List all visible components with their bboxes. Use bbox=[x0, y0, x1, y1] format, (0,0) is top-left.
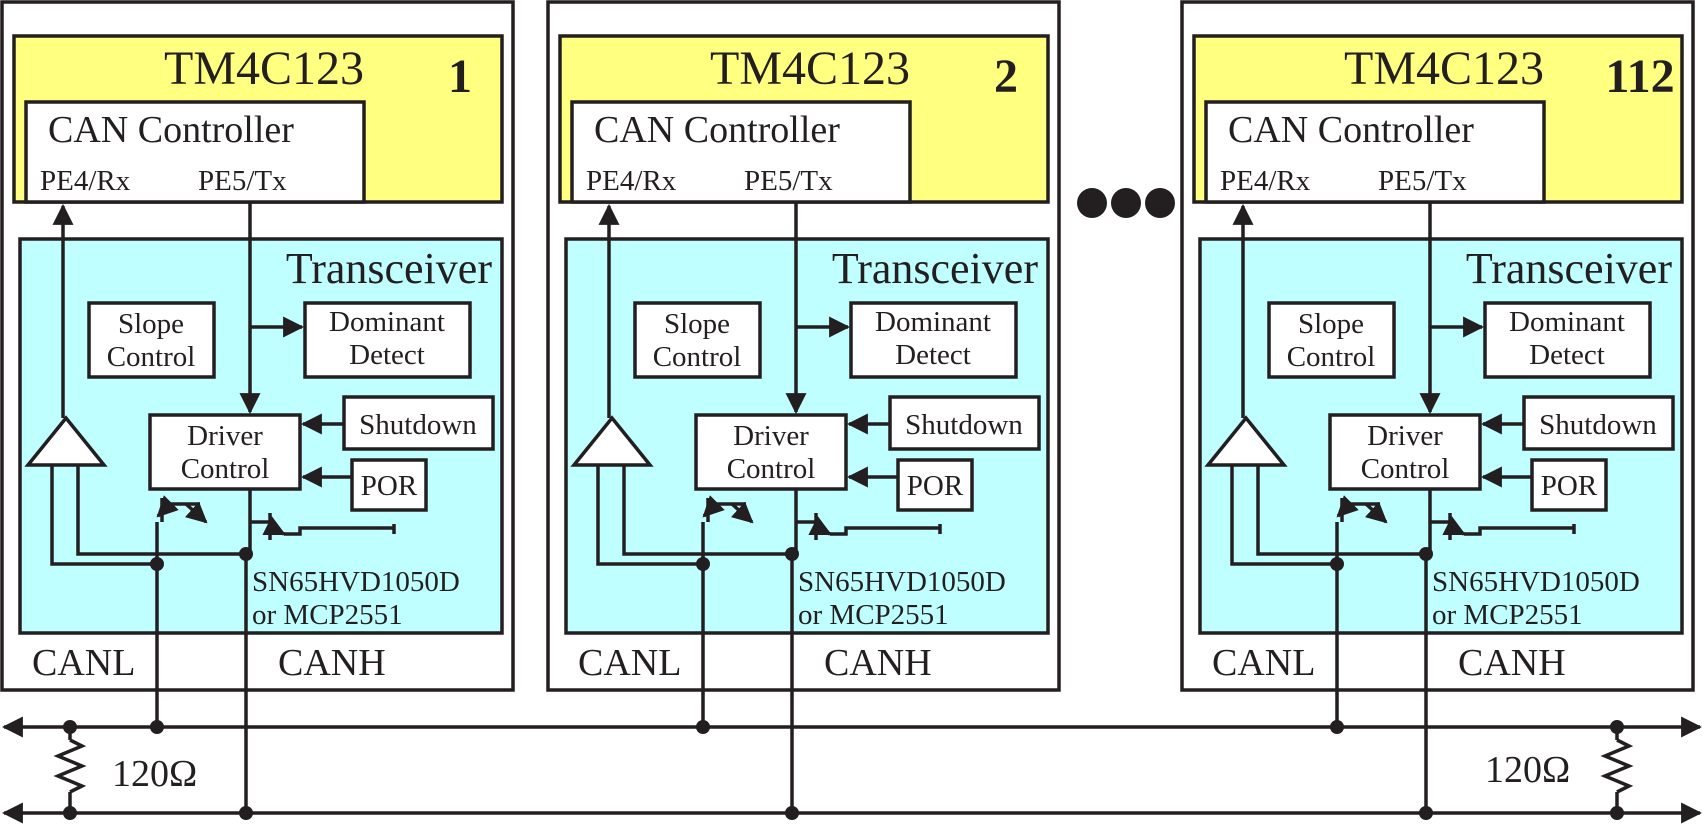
rx-pin-label: PE4/Rx bbox=[40, 165, 131, 197]
terminator-left: 120Ω bbox=[53, 720, 197, 820]
can-controller-block bbox=[24, 100, 366, 204]
transistor-symbol-icon bbox=[155, 495, 208, 564]
can-bus: 120Ω 120Ω bbox=[1, 188, 1702, 824]
driver-control-block bbox=[148, 413, 302, 491]
canh-label: CANH bbox=[824, 642, 932, 684]
slope-label-line-2: Control bbox=[1287, 341, 1376, 373]
driver-label-line-2: Control bbox=[1361, 453, 1450, 485]
transceiver-label: Transceiver bbox=[1466, 244, 1672, 293]
amplifier-input-canh bbox=[76, 465, 246, 556]
amplifier-input-canl bbox=[1230, 465, 1337, 566]
canh-label: CANH bbox=[1458, 642, 1566, 684]
driver-label-line-2: Control bbox=[727, 453, 816, 485]
slope-control-block bbox=[1267, 301, 1396, 379]
node-number: 2 bbox=[994, 50, 1018, 103]
canh-label: CANH bbox=[278, 642, 386, 684]
terminator-right-label: 120Ω bbox=[1485, 749, 1570, 791]
dominant-detect-block bbox=[849, 301, 1018, 379]
amplifier-triangle-icon bbox=[1204, 415, 1288, 467]
terminator-left-label: 120Ω bbox=[112, 753, 197, 795]
driver-label-line-2: Control bbox=[181, 453, 270, 485]
por-label: POR bbox=[907, 470, 964, 502]
dominant-label-line-1: Dominant bbox=[329, 306, 445, 338]
part-number-line-2: or MCP2551 bbox=[252, 599, 403, 631]
part-number-line-1: SN65HVD1050D bbox=[1432, 566, 1640, 598]
driver-label-line-1: Driver bbox=[1367, 420, 1443, 452]
tx-pin-label: PE5/Tx bbox=[198, 165, 287, 197]
canl-label: CANL bbox=[32, 642, 135, 684]
part-number-line-1: SN65HVD1050D bbox=[798, 566, 1006, 598]
transistor-symbol-icon bbox=[1428, 513, 1576, 554]
slope-label-line-2: Control bbox=[653, 341, 742, 373]
dominant-label-line-2: Detect bbox=[349, 339, 425, 371]
dominant-label-line-2: Detect bbox=[895, 339, 971, 371]
resistor-zigzag-icon bbox=[53, 738, 87, 794]
shutdown-block bbox=[1522, 395, 1675, 451]
amplifier-input-canl bbox=[596, 465, 703, 566]
driver-control-block bbox=[694, 413, 848, 491]
rx-pin-label: PE4/Rx bbox=[586, 165, 677, 197]
mcu-label: TM4C123 bbox=[164, 42, 364, 95]
part-number-line-2: or MCP2551 bbox=[798, 599, 949, 631]
part-number-line-2: or MCP2551 bbox=[1432, 599, 1583, 631]
can-controller-label: CAN Controller bbox=[48, 109, 294, 151]
shutdown-label: Shutdown bbox=[359, 409, 477, 441]
por-block bbox=[350, 458, 428, 512]
part-number-line-1: SN65HVD1050D bbox=[252, 566, 460, 598]
terminator-right: 120Ω bbox=[1485, 720, 1634, 820]
mcu-label: TM4C123 bbox=[710, 42, 910, 95]
amplifier-input-canh bbox=[622, 465, 792, 556]
node-number: 1 bbox=[448, 50, 472, 103]
can-controller-block bbox=[570, 100, 912, 204]
mcu-label: TM4C123 bbox=[1344, 42, 1544, 95]
can-controller-label: CAN Controller bbox=[594, 109, 840, 151]
slope-control-block bbox=[633, 301, 762, 379]
driver-label-line-1: Driver bbox=[187, 420, 263, 452]
tx-pin-label: PE5/Tx bbox=[1378, 165, 1467, 197]
ellipsis-dots-icon bbox=[1077, 188, 1175, 218]
amplifier-input-canh bbox=[1256, 465, 1426, 556]
dominant-label-line-1: Dominant bbox=[1509, 306, 1625, 338]
amplifier-triangle-icon bbox=[570, 415, 654, 467]
can-node: TM4C123 2 CAN Controller PE4/Rx PE5/Tx T… bbox=[546, 0, 1061, 820]
slope-label-line-1: Slope bbox=[118, 308, 184, 340]
por-block bbox=[1530, 458, 1608, 512]
transceiver-label: Transceiver bbox=[286, 244, 492, 293]
slope-label-line-1: Slope bbox=[664, 308, 730, 340]
resistor-zigzag-icon bbox=[1600, 738, 1634, 794]
canl-label: CANL bbox=[1212, 642, 1315, 684]
tx-pin-label: PE5/Tx bbox=[744, 165, 833, 197]
driver-label-line-1: Driver bbox=[733, 420, 809, 452]
canl-label: CANL bbox=[578, 642, 681, 684]
rx-pin-label: PE4/Rx bbox=[1220, 165, 1311, 197]
node-number: 112 bbox=[1605, 50, 1674, 103]
por-block bbox=[896, 458, 974, 512]
shutdown-block bbox=[888, 395, 1041, 451]
can-node: TM4C123 112 CAN Controller PE4/Rx PE5/Tx… bbox=[1180, 0, 1695, 820]
shutdown-block bbox=[342, 395, 495, 451]
dominant-label-line-2: Detect bbox=[1529, 339, 1605, 371]
por-label: POR bbox=[1541, 470, 1598, 502]
dominant-label-line-1: Dominant bbox=[875, 306, 991, 338]
transceiver-label: Transceiver bbox=[832, 244, 1038, 293]
por-label: POR bbox=[361, 470, 418, 502]
shutdown-label: Shutdown bbox=[1539, 409, 1657, 441]
slope-label-line-1: Slope bbox=[1298, 308, 1364, 340]
can-controller-block bbox=[1204, 100, 1546, 204]
dominant-detect-block bbox=[303, 301, 472, 379]
amplifier-triangle-icon bbox=[24, 415, 108, 467]
amplifier-input-canl bbox=[50, 465, 157, 566]
shutdown-label: Shutdown bbox=[905, 409, 1023, 441]
can-controller-label: CAN Controller bbox=[1228, 109, 1474, 151]
dominant-detect-block bbox=[1483, 301, 1652, 379]
can-node: TM4C123 1 CAN Controller PE4/Rx PE5/Tx T… bbox=[0, 0, 515, 820]
slope-label-line-2: Control bbox=[107, 341, 196, 373]
driver-control-block bbox=[1328, 413, 1482, 491]
slope-control-block bbox=[87, 301, 216, 379]
